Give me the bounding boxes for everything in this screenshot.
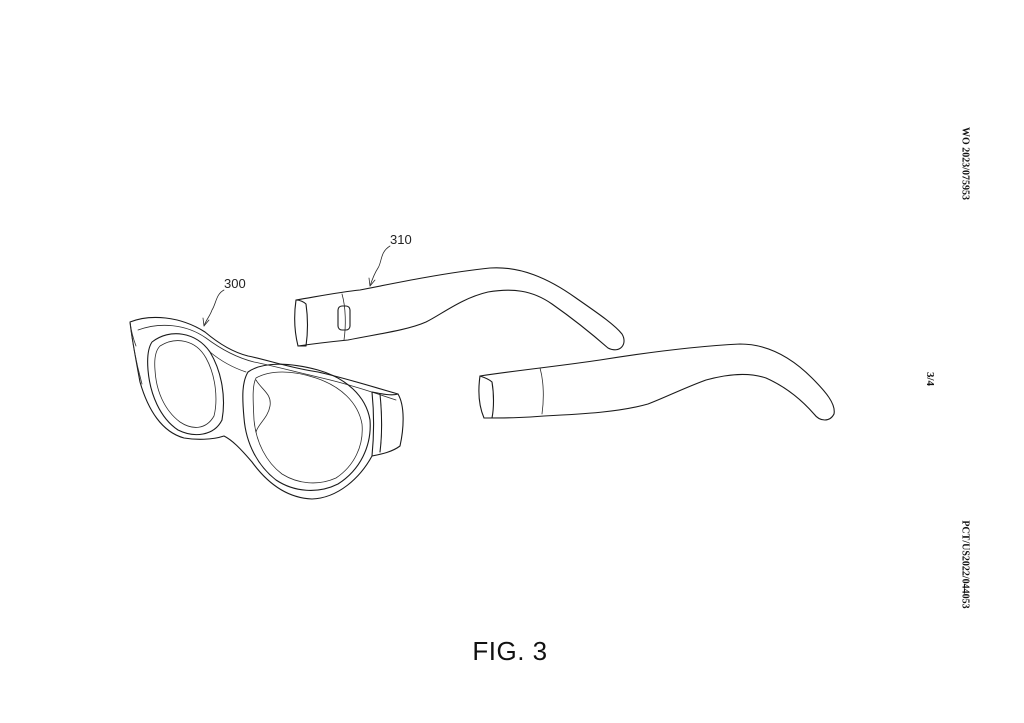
- eyeglass-frame: [129, 316, 404, 500]
- publication-number: WO 2023/075953: [959, 126, 971, 201]
- upper-arm-button: [337, 305, 351, 331]
- lower-arm-hinge-face: [479, 375, 495, 419]
- leader-line-310: [369, 245, 391, 287]
- reference-310: 310: [368, 232, 412, 287]
- figure-caption: FIG. 3: [472, 636, 548, 666]
- leader-arrow-310: [368, 277, 376, 287]
- upper-arm-hinge-face: [295, 299, 309, 347]
- left-lens-rim: [147, 333, 225, 436]
- reference-numeral-300: 300: [224, 276, 246, 291]
- upper-arm-segment-line: [341, 293, 346, 341]
- leader-arrow-300: [202, 317, 210, 327]
- application-number: PCT/US2022/044053: [959, 520, 971, 609]
- upper-arm-outline: [294, 267, 625, 351]
- bridge: [209, 351, 247, 373]
- leader-line-300: [203, 289, 225, 327]
- lower-arm-segment-line: [539, 367, 544, 415]
- frame-top-inner-edge: [137, 325, 397, 401]
- left-lens: [154, 340, 217, 428]
- reference-numeral-310: 310: [390, 232, 412, 247]
- frame-end-piece: [371, 391, 399, 457]
- temple-arm-upper: [294, 267, 625, 351]
- nose-pad: [255, 379, 271, 433]
- frame-left-end-piece: [129, 321, 143, 385]
- right-lens-rim: [242, 363, 371, 491]
- sheet-number: 3/4: [924, 371, 936, 387]
- lower-arm-outline: [478, 343, 835, 421]
- temple-arm-lower: [478, 343, 835, 421]
- right-lens: [252, 371, 363, 484]
- reference-300: 300: [202, 276, 246, 327]
